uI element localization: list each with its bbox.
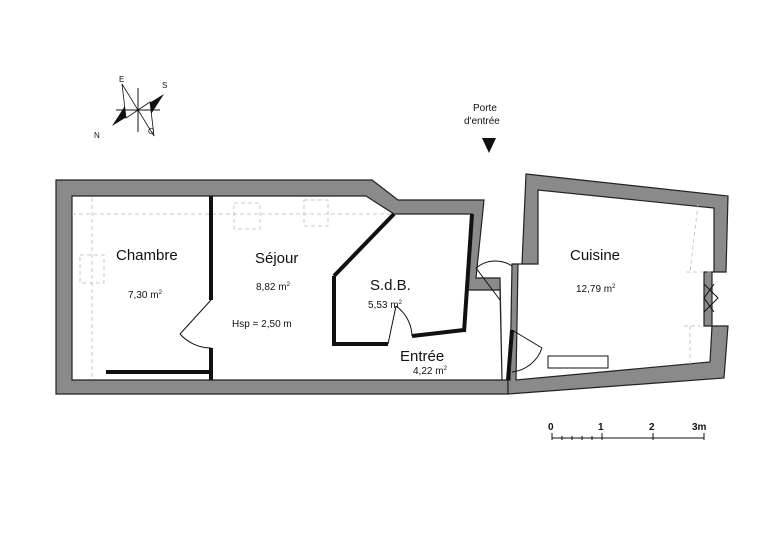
room-sejour-height: Hsp = 2,50 m: [232, 319, 292, 330]
room-sejour-area: 8,82 m2: [256, 282, 291, 293]
partition-sdb-left: [332, 212, 396, 278]
room-chambre-name: Chambre: [116, 247, 178, 264]
scale-label-1: 1: [598, 422, 604, 433]
compass-rose: N E S O: [94, 75, 167, 140]
compass-north-letter: N: [94, 131, 100, 140]
scale-label-0: 0: [548, 422, 554, 433]
kitchen-counter: [547, 355, 609, 369]
partitions: [106, 196, 514, 381]
compass-west-letter: O: [148, 127, 154, 136]
window-kitchen: [703, 283, 719, 313]
compass-south-letter: S: [162, 81, 167, 90]
doors: [179, 260, 719, 373]
compass-east-letter: E: [119, 75, 124, 84]
room-sdb-name: S.d.B.: [370, 277, 411, 294]
door-sdb: [387, 305, 413, 345]
scale-bar: 0 1 2 3m: [548, 422, 707, 440]
partition-sdb-bottom-right: [411, 328, 465, 338]
door-entree-kitchen: [511, 329, 543, 373]
dashed-ceiling-lines: [72, 198, 712, 380]
partition-kitchen-left: [506, 329, 514, 381]
door-front: [475, 260, 513, 301]
entrance-label-line2: d'entrée: [464, 116, 500, 127]
scale-label-3m: 3m: [692, 422, 707, 433]
wall-right-building: [507, 173, 729, 395]
room-chambre-area: 7,30 m2: [128, 290, 163, 301]
entrance-marker: Porte d'entrée: [464, 103, 500, 153]
scale-label-2: 2: [649, 422, 655, 433]
walls: [55, 173, 729, 395]
entrance-arrow-icon: [482, 138, 496, 153]
room-labels: Chambre 7,30 m2 Séjour 8,82 m2 Hsp = 2,5…: [116, 247, 620, 377]
room-entree-area: 4,22 m2: [413, 366, 448, 377]
room-sejour-name: Séjour: [255, 250, 298, 267]
entrance-label-line1: Porte: [473, 103, 497, 114]
room-entree-name: Entrée: [400, 348, 444, 365]
room-cuisine-area: 12,79 m2: [576, 284, 616, 295]
room-sdb-area: 5,53 m2: [368, 300, 403, 311]
room-cuisine-name: Cuisine: [570, 247, 620, 264]
door-chambre: [179, 299, 212, 349]
partition-sdb-right: [462, 213, 474, 333]
